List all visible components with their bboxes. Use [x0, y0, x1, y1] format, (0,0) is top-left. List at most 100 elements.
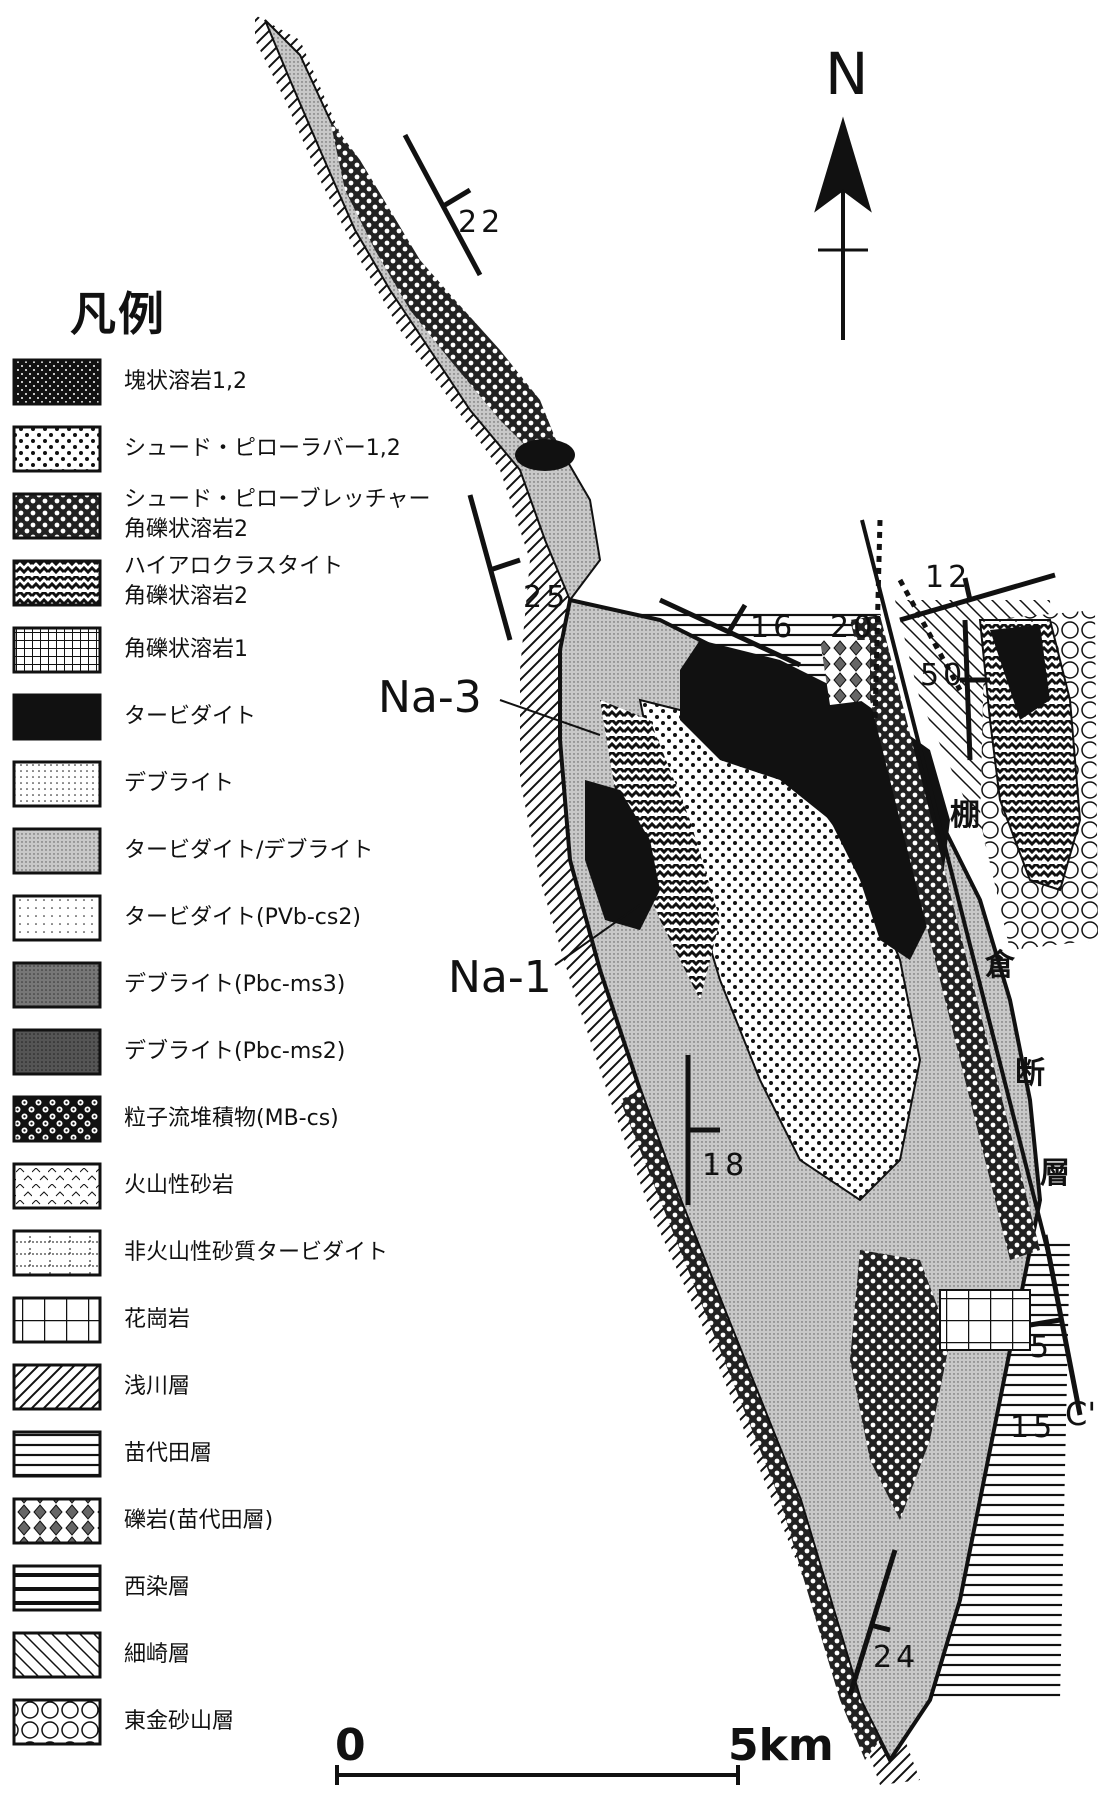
legend-item-pseudo-pillow-breccia: シュード・ピローブレッチャー角礫状溶岩2 [12, 487, 492, 544]
fault-label-char-4: 層 [1040, 1156, 1070, 1191]
legend-item-blocky-lava: 塊状溶岩1,2 [12, 360, 492, 410]
hyaloclastite-west [600, 700, 720, 1000]
dip-label-25: 25 [523, 580, 570, 615]
legend-swatch-blocky-lava [12, 358, 102, 406]
scale-end-label: 5km [728, 1720, 834, 1771]
legend-label: 塊状溶岩1,2 [124, 369, 247, 394]
section-label-c-prime: C' [1065, 1395, 1097, 1433]
fault-label-char-1: 棚 [950, 798, 980, 833]
dip-label-50: 50 [920, 658, 967, 693]
legend-label: シュード・ピローラバー1,2 [124, 436, 401, 461]
legend-item-nonvolcanic-sand-turbidite: 非火山性砂質タービダイト [12, 1231, 492, 1281]
legend-label: 角礫状溶岩2 [124, 584, 248, 609]
legend-swatch-debrite-pbc-ms2 [12, 1028, 102, 1076]
legend-swatch-grain-flow [12, 1095, 102, 1143]
fault-zone-strip [850, 615, 1040, 1260]
legend-label: 角礫状溶岩2 [124, 517, 248, 542]
legend-label: 花崗岩 [124, 1307, 191, 1332]
legend-item-volcanic-sandstone: 火山性砂岩 [12, 1164, 492, 1214]
legend-label: 苗代田層 [124, 1441, 213, 1466]
legend-item-hyaloclastite: ハイアロクラスタイト角礫状溶岩2 [12, 554, 492, 611]
legend-item-granite: 花崗岩 [12, 1298, 492, 1348]
legend-item-debrite: デブライト [12, 762, 492, 812]
legend-swatch-debrite-pbc-ms3 [12, 961, 102, 1009]
north-label: N [825, 40, 869, 108]
legend-label: 非火山性砂質タービダイト [124, 1240, 389, 1265]
legend-label: 火山性砂岩 [124, 1173, 235, 1198]
legend-item-turbidite-pvb: タービダイト(PVb-cs2) [12, 896, 492, 946]
legend-label: ハイアロクラスタイト [124, 554, 344, 579]
tanakura-fault-line [860, 519, 1052, 1261]
legend-label: シュード・ピローブレッチャー [124, 487, 431, 512]
legend-label: 西染層 [124, 1575, 191, 1600]
legend-label: タービダイト/デブライト [124, 838, 374, 863]
hyaloclastite-south [850, 1250, 950, 1520]
north-arrow [814, 116, 872, 340]
legend-swatch-hyaloclastite [12, 559, 102, 607]
legend-label: 粒子流堆積物(MB-cs) [124, 1106, 339, 1131]
strike-dip-symbols [402, 133, 1083, 1696]
legend-swatches [12, 358, 102, 1746]
legend-item-grain-flow: 粒子流堆積物(MB-cs) [12, 1097, 492, 1147]
legend-swatch-granite [12, 1296, 102, 1344]
legend-swatch-asakawa [12, 1363, 102, 1411]
legend-item-hosozaki: 細崎層 [12, 1633, 492, 1683]
legend-swatch-turbidite [12, 693, 102, 741]
legend-item-debrite-pbc-ms3: デブライト(Pbc-ms3) [12, 963, 492, 1013]
legend-label: 東金砂山層 [124, 1709, 235, 1734]
legend-swatch-turbidite-debrite [12, 827, 102, 875]
ne-block-lava [978, 619, 1082, 892]
dip-label-12: 12 [925, 560, 972, 595]
legend-swatch-nonvolcanic-sand-turbidite [12, 1229, 102, 1277]
legend-item-debrite-pbc-ms2: デブライト(Pbc-ms2) [12, 1030, 492, 1080]
legend-swatch-debrite [12, 760, 102, 808]
dip-label-15: 15 [1010, 1410, 1057, 1445]
legend-swatch-brecciated-lava-1 [12, 626, 102, 674]
legend-item-conglomerate: 礫岩(苗代田層) [12, 1499, 492, 1549]
legend-item-brecciated-lava-1: 角礫状溶岩1 [12, 628, 492, 678]
legend-item-pseudo-pillow-lava: シュード・ピローラバー1,2 [12, 427, 492, 477]
legend-label: デブライト(Pbc-ms2) [124, 1039, 346, 1064]
dip-label-24: 24 [873, 1640, 920, 1675]
scale-bar [335, 1765, 740, 1785]
legend-item-turbidite-debrite: タービダイト/デブライト [12, 829, 492, 879]
ne-block-turbidite [990, 625, 1050, 720]
legend-swatch-nishisome [12, 1564, 102, 1612]
breccia-margin [620, 1090, 880, 1760]
fault-label-char-3: 断 [1015, 1056, 1045, 1091]
legend-label: 浅川層 [124, 1374, 191, 1399]
legend-label: デブライト [124, 771, 235, 796]
fault-label-char-2: 倉 [985, 948, 1015, 983]
northern-turbidite-lens [515, 439, 575, 471]
site-label-na1: Na-1 [448, 952, 552, 1003]
site-label-na3: Na-3 [378, 672, 482, 723]
dip-label-22: 22 [458, 205, 505, 240]
legend-swatch-higashikanasunayama [12, 1698, 102, 1746]
legend-title: 凡例 [70, 287, 166, 341]
turbidite-west-lobe [585, 780, 660, 930]
legend-label: 礫岩(苗代田層) [124, 1508, 274, 1533]
legend-item-turbidite: タービダイト [12, 695, 492, 745]
granite-patch [939, 1289, 1031, 1351]
legend-swatch-pseudo-pillow-breccia [12, 492, 102, 540]
legend-swatch-turbidite-pvb [12, 894, 102, 942]
legend-swatch-naeshirota [12, 1430, 102, 1478]
legend-label: 細崎層 [124, 1642, 191, 1667]
na1-pointer-line [554, 904, 641, 966]
scale-start-label: 0 [335, 1720, 366, 1771]
legend-label: タービダイト [124, 704, 257, 729]
legend-label: タービダイト(PVb-cs2) [124, 905, 361, 930]
legend-item-higashikanasunayama: 東金砂山層 [12, 1700, 492, 1750]
legend-item-asakawa: 浅川層 [12, 1365, 492, 1415]
dip-label-18: 18 [702, 1148, 749, 1183]
conglomerate-patch [820, 640, 870, 705]
legend-swatch-conglomerate [12, 1497, 102, 1545]
legend-item-naeshirota: 苗代田層 [12, 1432, 492, 1482]
dip-label-16: 16 [750, 610, 797, 645]
legend-swatch-hosozaki [12, 1631, 102, 1679]
legend-label: 角礫状溶岩1 [124, 637, 248, 662]
na3-pointer-line [499, 699, 601, 736]
legend-item-nishisome: 西染層 [12, 1566, 492, 1616]
legend-swatch-pseudo-pillow-lava [12, 425, 102, 473]
